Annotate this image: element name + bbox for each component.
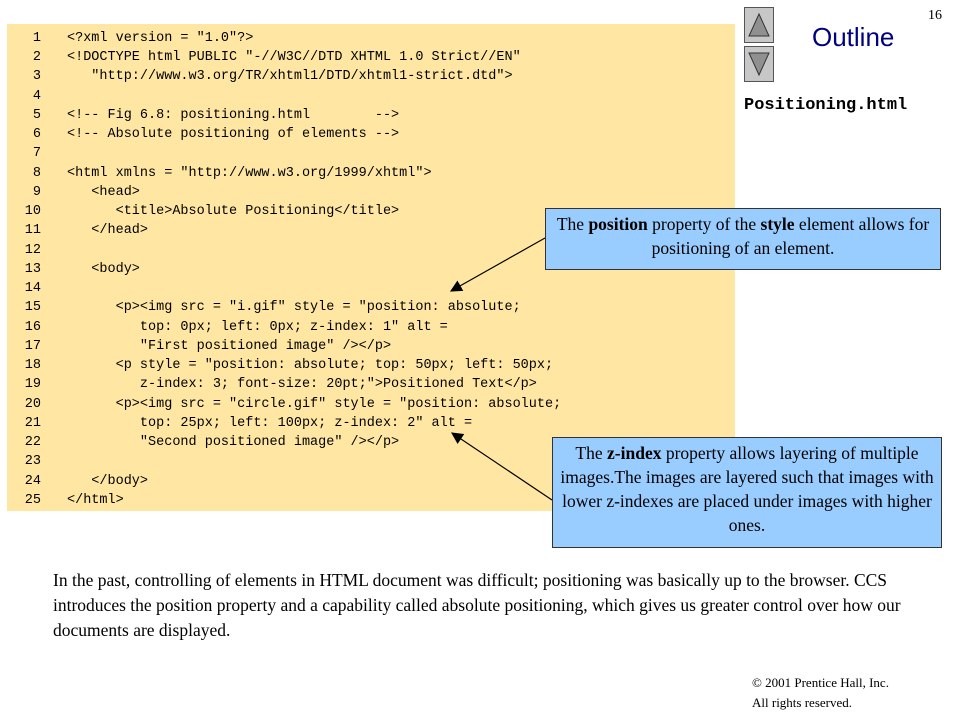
code-text: <html xmlns = "http://www.w3.org/1999/xh… [67,165,432,181]
file-name-label: Positioning.html [744,96,908,115]
copyright-line: © 2001 Prentice Hall, Inc. [752,675,889,690]
line-number: 18 [24,358,41,374]
position-callout-arrow [449,237,546,292]
position-property-callout: The position property of the style eleme… [545,208,941,270]
zindex-callout-arrow [451,432,553,501]
previous-slide-button[interactable] [744,7,774,43]
line-number: 21 [24,415,41,431]
code-text: <p><img src = "i.gif" style = "position:… [67,300,521,316]
line-number: 7 [32,146,41,162]
code-text: <!-- Fig 6.8: positioning.html --> [67,107,400,123]
slide-number: 16 [928,8,942,23]
callout-keyword: position [588,214,648,234]
line-number: 8 [32,165,41,181]
line-number: 19 [24,377,41,393]
line-number: 20 [24,396,41,412]
line-number: 22 [24,435,41,451]
rights-line: All rights reserved. [752,695,853,710]
zindex-property-callout: The z-index property allows layering of … [552,437,942,548]
line-number: 14 [24,281,41,297]
line-number: 24 [24,473,41,489]
code-text: <!-- Absolute positioning of elements --… [67,127,400,143]
line-number: 1 [32,31,41,46]
outline-title: Outline [812,22,895,52]
body-paragraph: In the past, controlling of elements in … [53,570,901,640]
callout-text: The [575,443,608,463]
line-number: 16 [24,319,41,335]
code-text: <body> [67,261,140,277]
line-number: 23 [24,454,41,470]
code-text: <?xml version = "1.0"?> [67,31,254,46]
code-text: top: 0px; left: 0px; z-index: 1" alt = [67,319,448,335]
code-text: </head> [67,223,149,239]
code-text: </html> [67,492,124,508]
line-number: 9 [32,184,41,200]
code-text: <head> [67,184,140,200]
code-text: "Second positioned image" /></p> [67,435,400,451]
line-number: 17 [24,338,41,354]
copyright-notice: © 2001 Prentice Hall, Inc. All rights re… [752,673,889,713]
callout-keyword: style [760,214,795,234]
line-number: 13 [24,261,41,277]
callout-text: property allows layering of multiple ima… [560,443,934,535]
line-number: 12 [24,242,41,258]
line-number: 4 [32,88,41,104]
code-text: top: 25px; left: 100px; z-index: 2" alt … [67,415,473,431]
code-text: <p style = "position: absolute; top: 50p… [67,358,554,374]
callout-text: The [556,214,589,234]
line-number: 11 [24,223,41,239]
code-text: <!DOCTYPE html PUBLIC "-//W3C//DTD XHTML… [67,50,521,66]
callout-text: property of the [647,214,761,234]
code-text: z-index: 3; font-size: 20pt;">Positioned… [67,377,537,393]
down-arrow-icon [748,52,770,77]
code-text: "http://www.w3.org/TR/xhtml1/DTD/xhtml1-… [67,69,513,85]
line-number: 25 [24,492,41,508]
line-number: 2 [32,50,41,66]
callout-text: element allows for positioning of an ele… [651,214,930,258]
code-text: <p><img src = "circle.gif" style = "posi… [67,396,562,412]
next-slide-button[interactable] [744,46,774,82]
code-text: </body> [67,473,149,489]
up-arrow-icon [748,12,770,37]
callout-keyword: z-index [607,443,662,463]
line-number: 15 [24,300,41,316]
line-number: 10 [24,204,41,220]
line-number: 5 [32,107,41,123]
code-text: <title>Absolute Positioning</title> [67,204,400,220]
line-number: 3 [32,69,41,85]
line-number: 6 [32,127,41,143]
code-text: "First positioned image" /></p> [67,338,392,354]
